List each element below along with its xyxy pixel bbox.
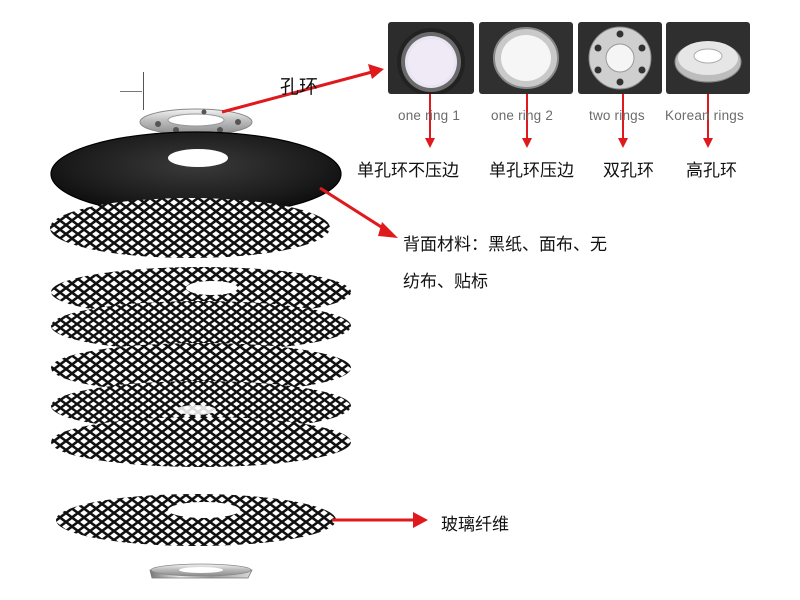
label-ring: 孔环 [280, 76, 319, 98]
black-backing-disc [50, 131, 342, 217]
label-backing: 背面材料：黑纸、面布、无 [403, 235, 607, 255]
caption-one-ring-1: one ring 1 [398, 108, 461, 123]
name-one-ring-1: 单孔环不压边 [357, 161, 459, 181]
label-backing-cont: 纺布、贴标 [403, 272, 488, 292]
fiberglass-bottom-disc [56, 494, 336, 546]
text-cursor-tick [120, 91, 142, 92]
thumb-korean-rings [666, 22, 750, 94]
name-two-rings: 双孔环 [603, 161, 654, 181]
caption-korean-rings: Korean rings [665, 108, 744, 123]
thumb-one-ring-2 [479, 22, 573, 94]
thumb-two-rings [578, 22, 662, 94]
name-one-ring-2: 单孔环压边 [489, 161, 574, 181]
label-fiberglass: 玻璃纤维 [441, 515, 509, 535]
caption-two-rings: two rings [589, 108, 645, 123]
annotation-arrows [221, 64, 713, 528]
name-korean-rings: 高孔环 [686, 161, 737, 181]
text-cursor [143, 72, 144, 110]
top-metal-ring [139, 108, 253, 136]
bottom-metal-ring [149, 563, 253, 579]
thumb-one-ring-1 [388, 22, 474, 94]
fiberglass-mesh-stack [51, 267, 351, 467]
caption-one-ring-2: one ring 2 [491, 108, 554, 123]
fiberglass-mesh-disc [50, 198, 330, 258]
